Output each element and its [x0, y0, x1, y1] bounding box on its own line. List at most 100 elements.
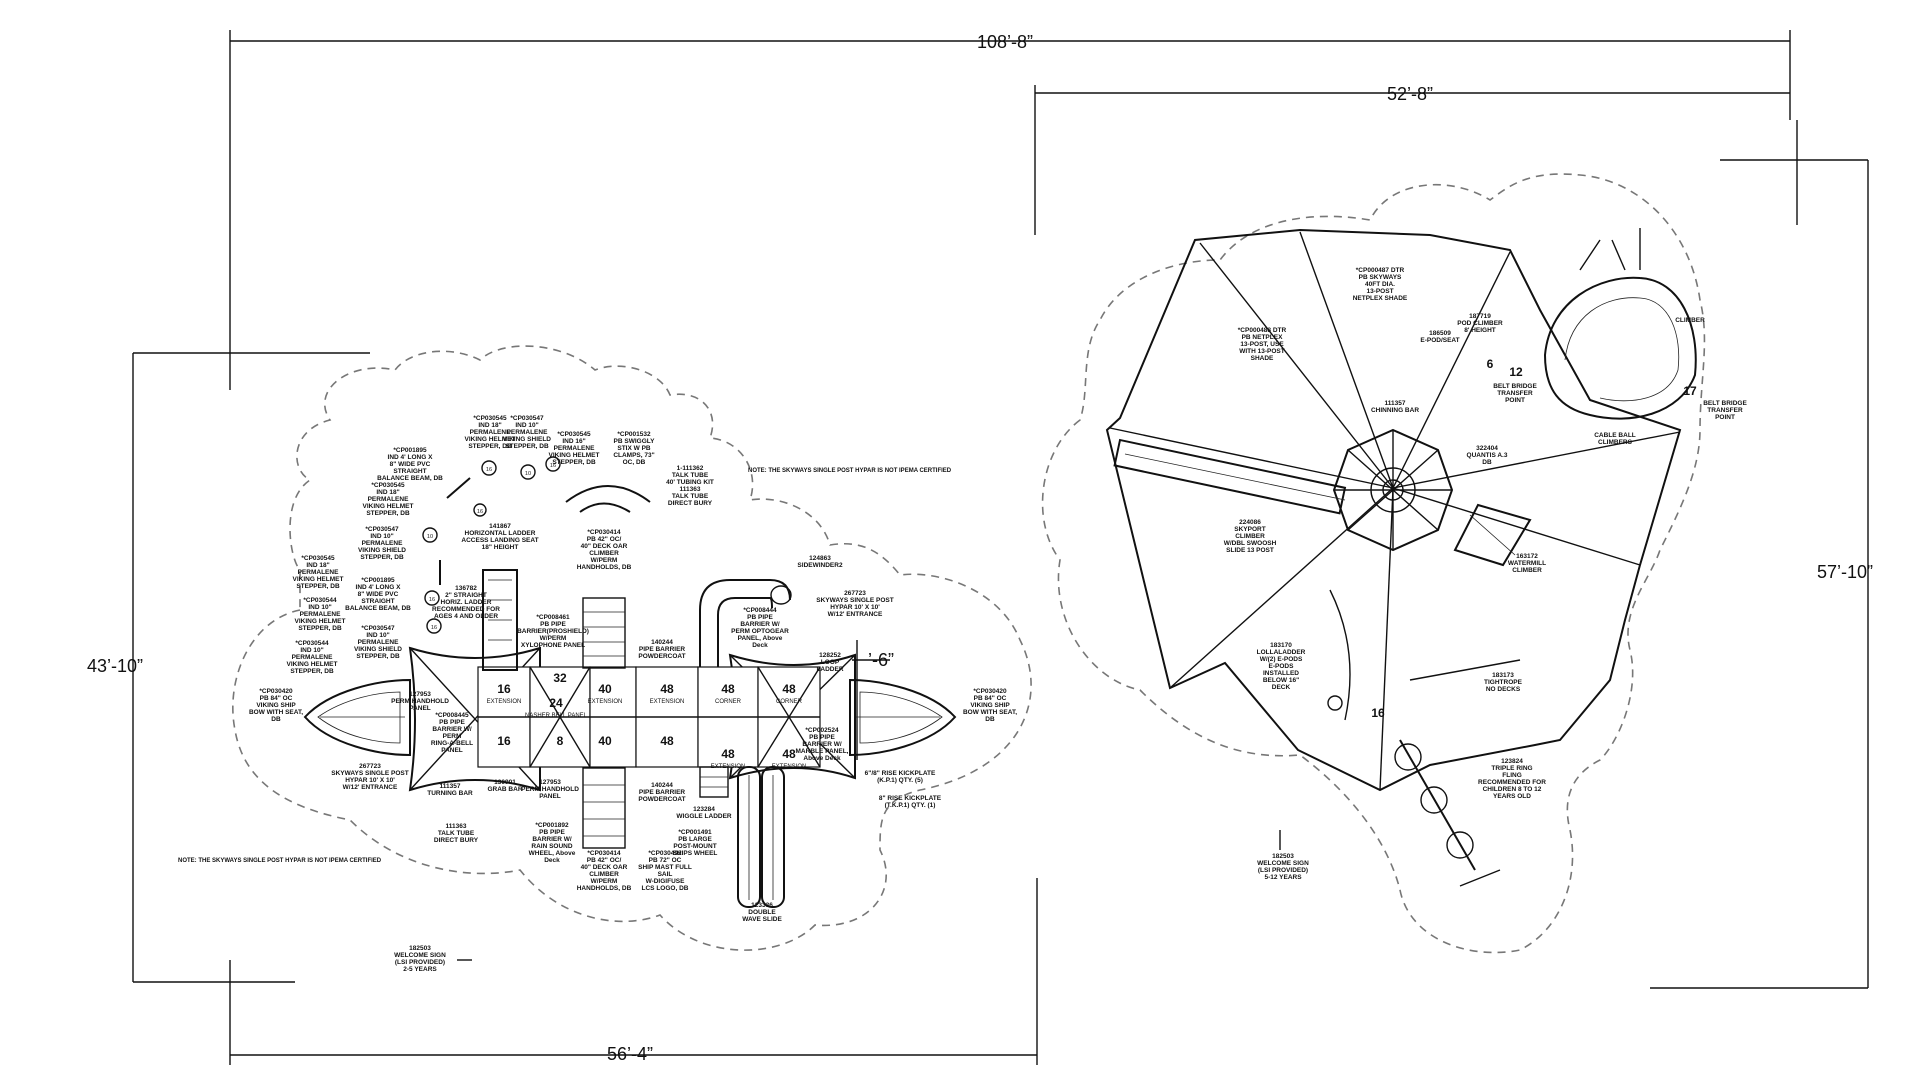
dim-overall-width: 108’-8” [977, 32, 1033, 52]
ship-bow-right [849, 678, 957, 757]
stepper-number-2: 16 [550, 463, 556, 469]
label-kickplate-b: 8" RISE KICKPLATE(T.K.P.1) QTY. (1) [879, 795, 942, 809]
dim-partial: ’-6” [868, 650, 894, 670]
deck-height-12: 48 [782, 747, 796, 761]
stepper-number-4: 16 [429, 597, 435, 603]
dimension-lines [132, 30, 1869, 1065]
deck-height-10: 48 [660, 734, 674, 748]
deck-name-5: CORNER [715, 699, 742, 705]
deck-height-4: 48 [660, 682, 674, 696]
deck-height-3: 40 [598, 682, 612, 696]
deck-height-1: 32 [553, 671, 567, 685]
right-num-16: 16 [1371, 706, 1385, 720]
dim-left-width: 56’-4” [607, 1044, 653, 1064]
dim-right-height: 57’-10” [1817, 562, 1873, 582]
deck-name-3: EXTENSION [588, 699, 623, 705]
deck-height-6: 48 [782, 682, 796, 696]
balance-beam-a [446, 477, 471, 499]
oar-climber-top [582, 597, 626, 669]
shade-sail [1105, 228, 1682, 792]
left-safety-zone [232, 345, 1032, 951]
lollaladder [1327, 589, 1351, 721]
wiggle-ladder [699, 766, 729, 798]
double-wave-slide [737, 766, 785, 908]
deck-height-8: 8 [557, 734, 564, 748]
right-num-17: 17 [1683, 384, 1697, 398]
deck-height-0: 16 [497, 682, 511, 696]
deck-name-4: EXTENSION [650, 699, 685, 705]
deck-height-11: 48 [721, 747, 735, 761]
tightrope [1409, 659, 1521, 681]
stepper-number-3: 10 [427, 534, 433, 540]
oar-climber-bottom [582, 767, 626, 849]
deck-name-11: EXTENSION [711, 764, 746, 770]
sidewinder-slide [699, 579, 792, 667]
netplex-center [1332, 428, 1454, 552]
steppers [422, 456, 561, 634]
right-safety-zone [1041, 173, 1706, 954]
stepper-number-6: 16 [477, 509, 483, 515]
skyport-slide [1113, 438, 1347, 515]
ladder-141867 [482, 569, 518, 671]
right-num-6: 6 [1487, 357, 1494, 371]
stepper-number-1: 10 [525, 471, 531, 477]
deck-name-12: EXTENSION [772, 764, 807, 770]
deck-grid [477, 666, 821, 768]
deck-name-2: NASHER BELL PANEL [525, 713, 588, 719]
ship-bow-left [303, 678, 411, 757]
right-num-12: 12 [1509, 365, 1523, 379]
deck-name-6: CORNER [776, 699, 803, 705]
deck-name-0: EXTENSION [487, 699, 522, 705]
climber-dome [1543, 228, 1697, 420]
label-climber: CLIMBER [1675, 317, 1705, 324]
label-kickplate-a: 6"/8" RISE KICKPLATE(K.P.1) QTY. (5) [865, 770, 936, 784]
